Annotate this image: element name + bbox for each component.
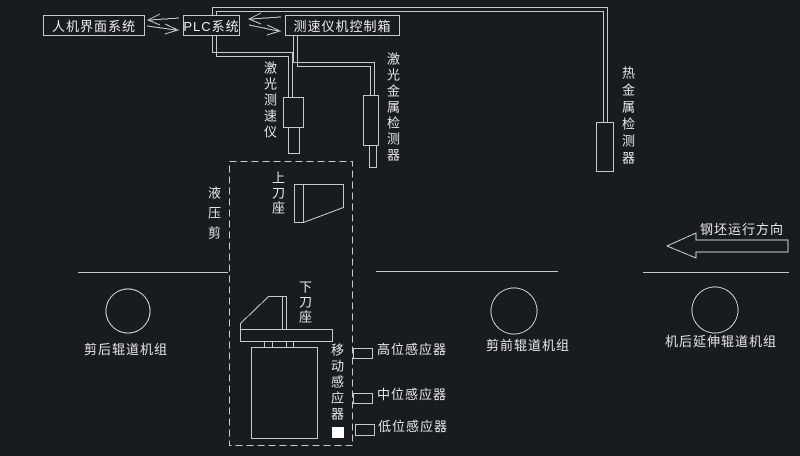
hmi-plc-arrows: [146, 13, 180, 35]
rear-extension-roller-circle: [691, 286, 739, 334]
hydraulic-shear-boundary: [229, 161, 353, 446]
laser-metal-detector-device: [363, 95, 379, 168]
before-shear-roller-label: 剪前辊道机组: [486, 338, 571, 353]
after-shear-roller-circle: [105, 288, 151, 334]
moving-sensor-label: 移动感应器: [329, 343, 344, 423]
plc-controller-arrows: [247, 12, 282, 36]
arrow-right-icon: [248, 24, 282, 36]
arrow-left-icon: [146, 13, 180, 26]
rear-extension-roller-label: 机后延伸辊道机组: [665, 334, 778, 349]
signal-line-plc-to-hot-metal-detector: [212, 7, 608, 122]
plc-system-box: PLC系统: [183, 15, 240, 36]
direction-label: 钢坯运行方向: [700, 222, 785, 237]
lower-blade-assembly: [240, 296, 333, 439]
hmi-system-box: 人机界面系统: [43, 15, 145, 36]
signal-line-plc-to-laser-speedometer: [212, 36, 293, 97]
low-position-marker: [332, 427, 344, 438]
high-sensor-label: 高位感应器: [377, 342, 448, 357]
middle-sensor-label: 中位感应器: [377, 387, 448, 402]
hot-metal-detector-label: 热金属检测器: [620, 66, 635, 168]
lower-blade-label: 下刀座: [297, 280, 312, 325]
low-sensor-box: [355, 424, 375, 436]
hydraulic-shear-title: 液压剪: [206, 186, 221, 246]
arrow-left-icon: [247, 12, 282, 25]
laser-metal-detector-label: 激光金属检测器: [385, 52, 400, 164]
high-sensor-box: [353, 348, 373, 359]
speed-controller-box: 测速仪机控制箱: [285, 15, 400, 36]
laser-speedometer-device: [283, 97, 304, 154]
signal-line-controller-to-laser-metal-detector: [293, 36, 375, 95]
shear-cylinder: [251, 347, 318, 439]
low-sensor-label: 低位感应器: [378, 419, 449, 434]
upper-blade-assembly: [294, 184, 344, 224]
upper-blade-label: 上刀座: [270, 171, 285, 216]
laser-speedometer-label: 激光测速仪: [262, 61, 277, 141]
after-shear-roller-label: 剪后辊道机组: [84, 342, 169, 357]
arrow-right-icon: [146, 23, 180, 35]
direction-arrow-icon: [665, 232, 789, 259]
hot-metal-detector-device: [596, 122, 614, 172]
before-shear-roller-circle: [490, 287, 538, 335]
middle-sensor-box: [353, 393, 373, 404]
